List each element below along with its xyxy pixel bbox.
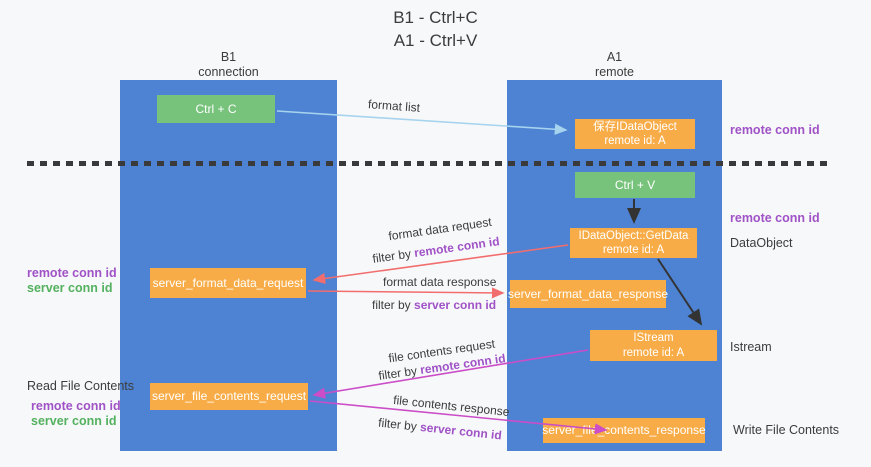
server-conn-id-label-left-1: server conn id <box>27 281 113 295</box>
filter-by-text-4: filter by <box>377 415 421 434</box>
server-file-contents-request-node: server_file_contents_request <box>150 383 308 410</box>
server-conn-id-text-1: server conn id <box>414 298 497 312</box>
server-file-contents-response-node: server_file_contents_response <box>542 418 706 443</box>
filter-by-server-conn-id-label-1: filter by server conn id <box>372 298 496 312</box>
title-line-2: A1 - Ctrl+V <box>393 30 478 50</box>
filter-by-text-3: filter by <box>377 363 422 383</box>
lane-a1-title: A1 <box>606 50 623 64</box>
istream-node: IStream remote id: A <box>590 330 717 361</box>
remote-conn-id-label-top-right: remote conn id <box>730 123 820 137</box>
lane-header-a1: A1 remote <box>507 50 722 80</box>
format-data-response-arrow <box>307 287 505 299</box>
server-format-data-response-node: server_format_data_response <box>507 280 669 308</box>
ctrl-v-node: Ctrl + V <box>575 172 695 198</box>
ctrl-c-node: Ctrl + C <box>157 95 275 123</box>
save-idataobject-line1: 保存IDataObject <box>593 120 677 133</box>
read-file-contents-label: Read File Contents <box>27 379 135 393</box>
file-contents-response-label: file contents response <box>392 392 511 420</box>
write-file-contents-label: Write File Contents <box>733 423 840 437</box>
lane-b1-subtitle: connection <box>198 65 259 79</box>
format-list-label: format list <box>367 97 421 115</box>
server-file-contents-response-label: server_file_contents_response <box>542 423 706 437</box>
ctrl-v-label: Ctrl + V <box>614 177 656 192</box>
server-conn-id-text-2: server conn id <box>419 419 503 443</box>
title-line-1: B1 - Ctrl+C <box>393 8 478 27</box>
server-format-data-request-node: server_format_data_request <box>150 268 306 298</box>
ctrl-c-label: Ctrl + C <box>195 101 237 116</box>
server-format-data-request-label: server_format_data_request <box>152 275 304 290</box>
istream-line2: remote id: A <box>622 346 685 359</box>
filter-by-text-2: filter by <box>372 298 415 312</box>
dataobject-label: DataObject <box>730 236 793 250</box>
remote-conn-id-label-mid-right: remote conn id <box>730 211 820 225</box>
server-conn-id-label-left-2: server conn id <box>31 414 117 428</box>
save-idataobject-node: 保存IDataObject remote id: A <box>575 119 695 149</box>
format-data-response-label: format data response <box>383 275 497 289</box>
diagram-title: B1 - Ctrl+C A1 - Ctrl+V <box>0 7 871 53</box>
remote-conn-id-label-left-2: remote conn id <box>31 399 121 413</box>
server-file-contents-request-label: server_file_contents_request <box>151 389 307 403</box>
lane-b1-title: B1 <box>220 50 237 64</box>
istream-line1: IStream <box>633 332 674 345</box>
getdata-line2: remote id: A <box>602 244 665 256</box>
save-idataobject-line2: remote id: A <box>604 135 666 147</box>
lane-a1-subtitle: remote <box>595 65 634 79</box>
getdata-line1: IDataObject::GetData <box>578 229 689 242</box>
remote-conn-id-text-1: remote conn id <box>413 234 501 260</box>
server-format-data-response-label: server_format_data_response <box>507 286 669 301</box>
filter-by-text-1: filter by <box>371 246 416 266</box>
lane-header-b1: B1 connection <box>120 50 337 80</box>
idataobject-getdata-node: IDataObject::GetData remote id: A <box>570 228 697 258</box>
remote-conn-id-label-left-1: remote conn id <box>27 266 117 280</box>
istream-side-label: Istream <box>730 340 772 354</box>
filter-by-server-conn-id-label-2: filter by server conn id <box>378 416 503 443</box>
phase-separator-dashed-line <box>27 161 833 166</box>
